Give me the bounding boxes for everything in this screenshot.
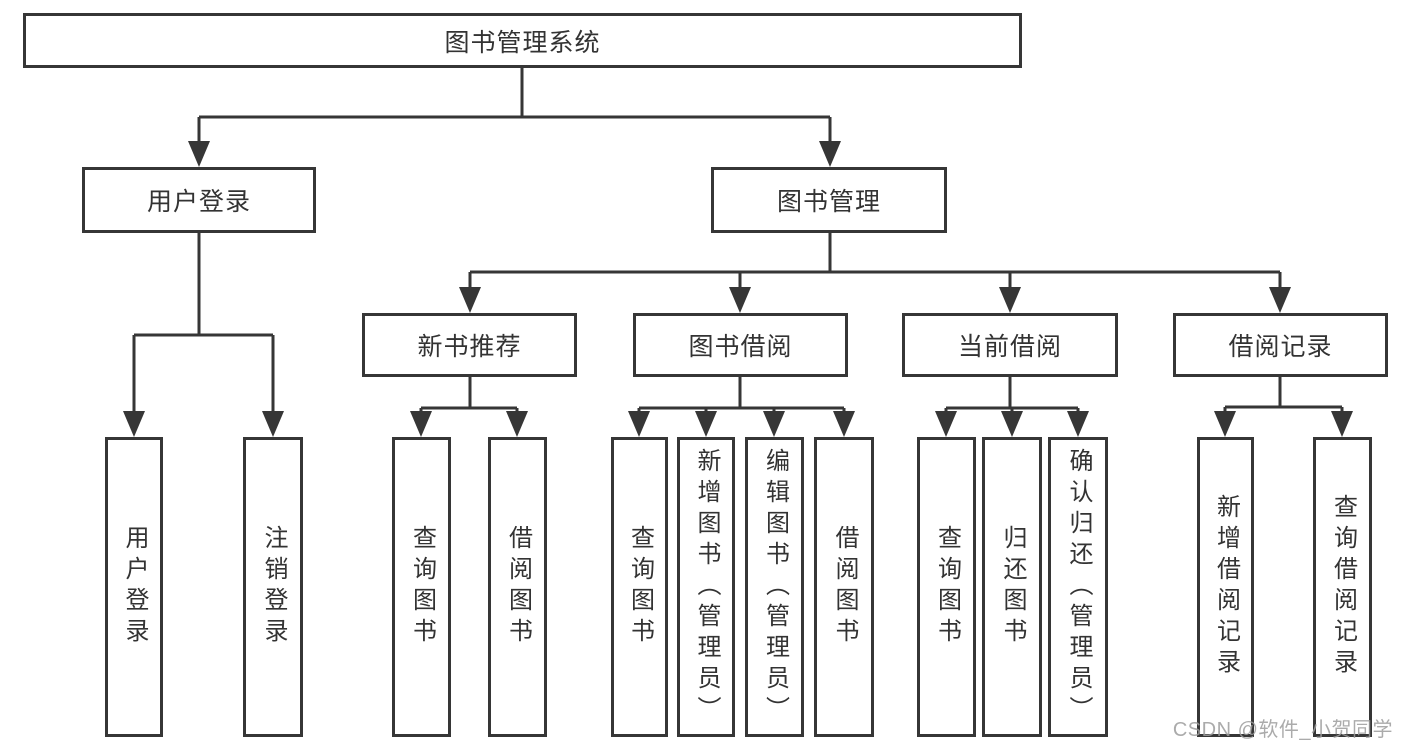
node-root-system: 图书管理系统: [23, 13, 1022, 68]
node-user-login: 用户登录: [82, 167, 316, 233]
node-borrow-records: 借阅记录: [1173, 313, 1388, 377]
connector-book-borrow-to-leaves: [628, 377, 855, 437]
leaf-bb-edit-books-admin-label: 编辑图书（管理员）: [761, 447, 789, 727]
leaf-br-add-borrow-record: 新增借阅记录: [1197, 437, 1254, 737]
connector-new-book-recommend-to-leaves: [410, 377, 528, 437]
node-new-book-recommend: 新书推荐: [362, 313, 577, 377]
leaf-nbr-borrow-books: 借阅图书: [488, 437, 547, 737]
leaf-br-query-borrow-record-label: 查询借阅记录: [1329, 494, 1357, 680]
leaf-bb-borrow-books-label: 借阅图书: [831, 525, 858, 649]
node-current-borrow: 当前借阅: [902, 313, 1118, 377]
connector-current-borrow-to-leaves: [935, 377, 1089, 437]
leaf-nbr-query-books-label: 查询图书: [408, 525, 436, 649]
leaf-nbr-query-books: 查询图书: [392, 437, 451, 737]
leaf-br-query-borrow-record: 查询借阅记录: [1313, 437, 1372, 737]
leaf-logout: 注销登录: [243, 437, 303, 737]
csdn-watermark: CSDN @软件_小贺同学: [1172, 719, 1393, 741]
leaf-bb-query-books-label: 查询图书: [626, 525, 654, 649]
leaf-cb-query-books: 查询图书: [917, 437, 976, 737]
leaf-bb-add-books-admin: 新增图书（管理员）: [677, 437, 735, 737]
leaf-user-login-label: 用户登录: [121, 525, 148, 649]
leaf-bb-borrow-books: 借阅图书: [814, 437, 874, 737]
leaf-cb-return-books: 归还图书: [982, 437, 1042, 737]
leaf-bb-query-books: 查询图书: [611, 437, 668, 737]
connector-root-to-level2: [188, 68, 841, 167]
leaf-bb-add-books-admin-label: 新增图书（管理员）: [693, 447, 720, 727]
connector-book-management-to-level3: [459, 233, 1291, 313]
leaf-cb-confirm-return-admin: 确认归还（管理员）: [1048, 437, 1108, 737]
leaf-user-login: 用户登录: [105, 437, 163, 737]
leaf-bb-edit-books-admin: 编辑图书（管理员）: [745, 437, 804, 737]
leaf-logout-label: 注销登录: [260, 525, 287, 649]
node-book-management: 图书管理: [711, 167, 947, 233]
leaf-cb-query-books-label: 查询图书: [933, 525, 961, 649]
leaf-nbr-borrow-books-label: 借阅图书: [504, 525, 532, 649]
leaf-cb-return-books-label: 归还图书: [999, 525, 1026, 649]
leaf-br-add-borrow-record-label: 新增借阅记录: [1212, 494, 1240, 680]
node-book-borrow: 图书借阅: [633, 313, 848, 377]
leaf-cb-confirm-return-admin-label: 确认归还（管理员）: [1065, 447, 1092, 727]
connector-user-login-to-leaves: [123, 233, 284, 437]
connector-borrow-records-to-leaves: [1214, 377, 1353, 437]
